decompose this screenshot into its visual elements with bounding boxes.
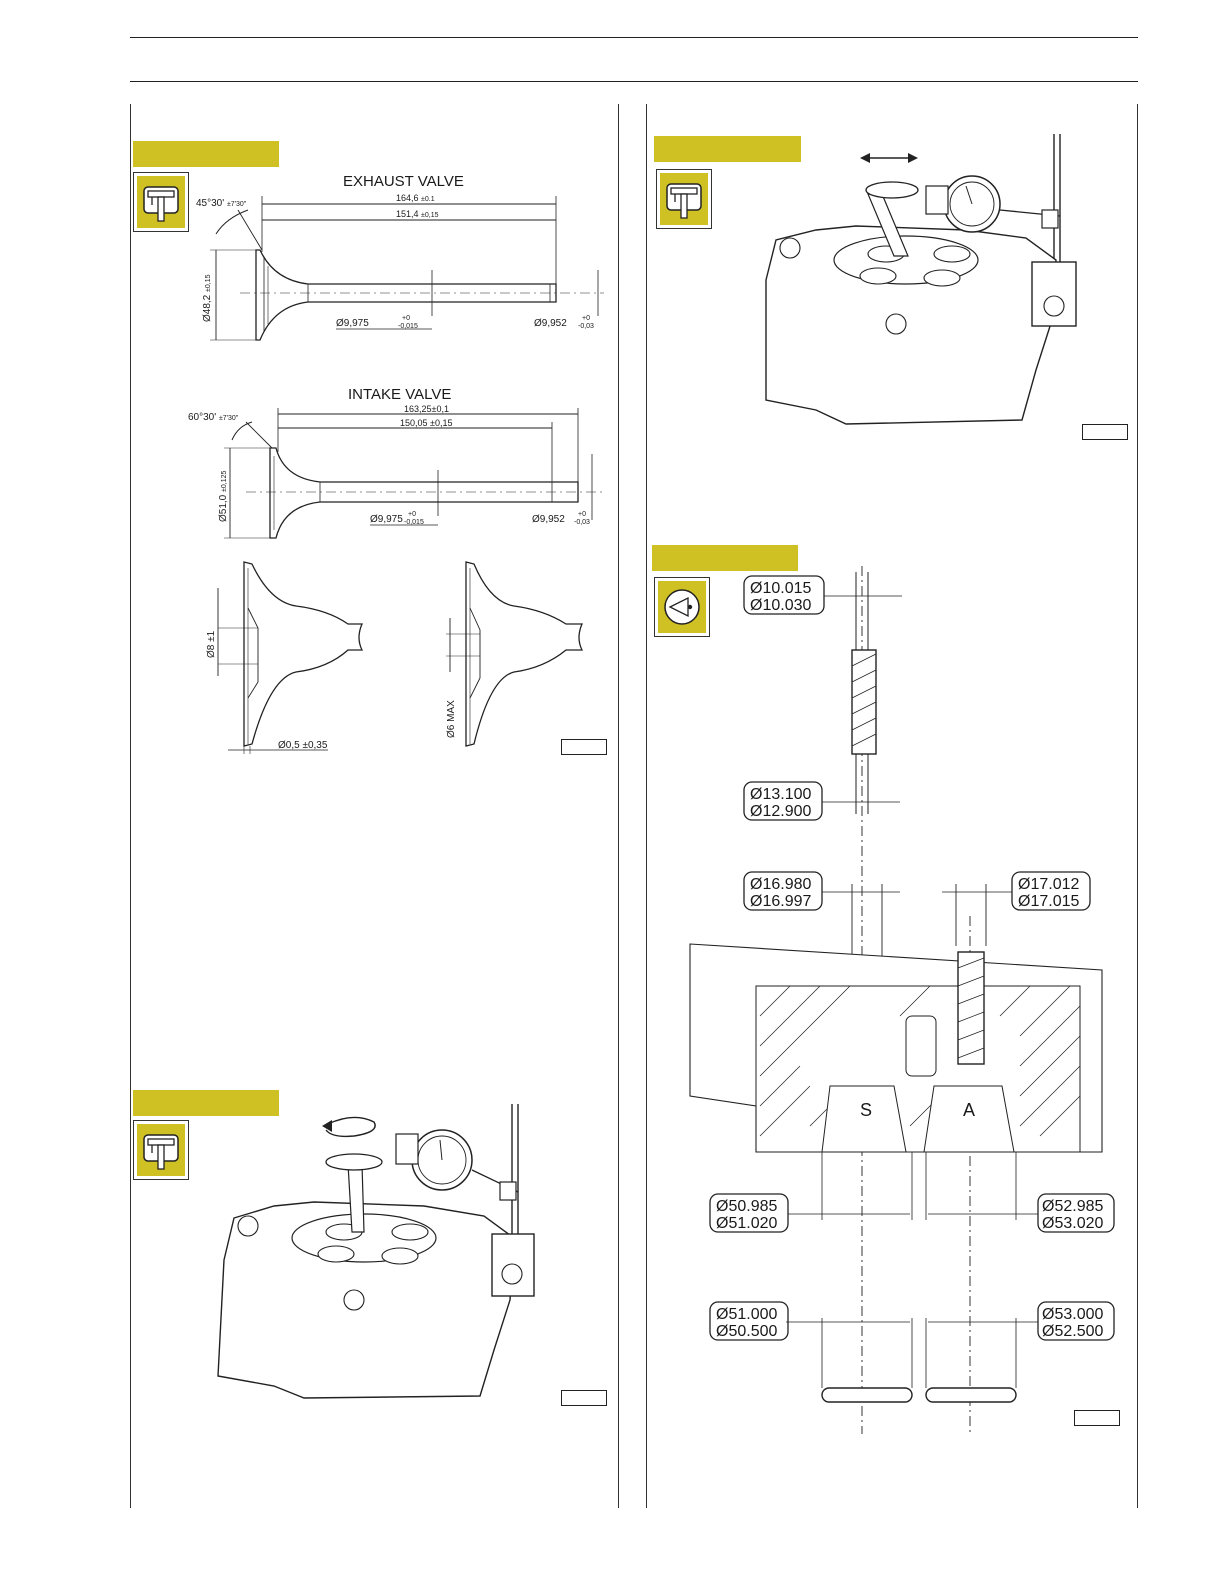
svg-text:150,05 ±0,15: 150,05 ±0,15 xyxy=(400,418,452,428)
figure-ref-box xyxy=(1082,424,1128,440)
figure-ref-box xyxy=(561,1390,607,1406)
svg-text:+0: +0 xyxy=(578,511,586,518)
svg-text:164,6 ±0.1: 164,6 ±0.1 xyxy=(396,193,435,203)
svg-text:Ø50.985: Ø50.985 xyxy=(716,1198,777,1215)
svg-text:+0: +0 xyxy=(582,315,590,322)
svg-text:Ø9,952: Ø9,952 xyxy=(534,318,567,329)
intake-valve-title: INTAKE VALVE xyxy=(348,386,451,403)
svg-text:Ø50.500: Ø50.500 xyxy=(716,1323,777,1340)
svg-text:Ø13.100: Ø13.100 xyxy=(750,786,811,803)
svg-text:Ø6 MAX: Ø6 MAX xyxy=(446,700,457,738)
svg-text:Ø12.900: Ø12.900 xyxy=(750,803,811,820)
section-bar-valve-dimensions xyxy=(133,141,279,167)
svg-text:163,25±0,1: 163,25±0,1 xyxy=(404,404,449,414)
svg-text:151,4 ±0,15: 151,4 ±0,15 xyxy=(396,209,439,219)
seat-label-a: A xyxy=(963,1100,975,1120)
column-rule-right xyxy=(1137,104,1138,1508)
svg-text:60°30' ±7'30": 60°30' ±7'30" xyxy=(188,412,239,423)
svg-text:+0: +0 xyxy=(402,315,410,322)
seat-label-s: S xyxy=(860,1100,872,1120)
svg-text:Ø10.030: Ø10.030 xyxy=(750,597,811,614)
svg-text:-0,015: -0,015 xyxy=(404,519,424,526)
caliper-icon xyxy=(656,169,712,229)
svg-text:Ø16.980: Ø16.980 xyxy=(750,876,811,893)
intake-valve-drawing: INTAKE VALVE 60°30' ±7'30" 163,25±0,1 15… xyxy=(188,386,604,539)
svg-text:Ø51,0 ±0,125: Ø51,0 ±0,125 xyxy=(218,471,229,522)
svg-text:Ø8 ±1: Ø8 ±1 xyxy=(206,630,217,658)
svg-text:Ø51.020: Ø51.020 xyxy=(716,1215,777,1232)
section-bar-valve-clearance xyxy=(654,136,801,162)
svg-text:Ø17.012: Ø17.012 xyxy=(1018,876,1079,893)
svg-text:Ø9,975: Ø9,975 xyxy=(336,318,369,329)
svg-text:Ø52.985: Ø52.985 xyxy=(1042,1198,1103,1215)
header-rule-bottom xyxy=(130,81,1138,82)
valve-guide-section-drawing: Ø10.015 Ø10.030 Ø13.100 Ø12.900 Ø16.980 … xyxy=(689,566,1115,1434)
caliper-icon xyxy=(133,172,189,232)
cylinder-head-clearance-drawing xyxy=(765,134,1077,425)
column-rule-mid-b xyxy=(646,104,647,1508)
svg-text:Ø9,952: Ø9,952 xyxy=(532,514,565,525)
svg-text:Ø53.000: Ø53.000 xyxy=(1042,1306,1103,1323)
svg-text:Ø51.000: Ø51.000 xyxy=(716,1306,777,1323)
eye-inspect-icon xyxy=(654,577,710,637)
svg-text:-0,015: -0,015 xyxy=(398,323,418,330)
caliper-icon xyxy=(133,1120,189,1180)
column-rule-mid-a xyxy=(618,104,619,1508)
svg-text:-0,03: -0,03 xyxy=(574,519,590,526)
svg-text:+0: +0 xyxy=(408,511,416,518)
svg-text:Ø9,975: Ø9,975 xyxy=(370,514,403,525)
section-bar-valve-runout xyxy=(133,1090,279,1116)
header-rule-top xyxy=(130,37,1138,38)
figure-ref-box xyxy=(561,739,607,755)
svg-text:Ø52.500: Ø52.500 xyxy=(1042,1323,1103,1340)
figure-ref-box xyxy=(1074,1410,1120,1426)
cylinder-head-runout-drawing xyxy=(217,1104,535,1399)
svg-text:Ø10.015: Ø10.015 xyxy=(750,580,811,597)
svg-text:Ø53.020: Ø53.020 xyxy=(1042,1215,1103,1232)
svg-text:Ø0,5 ±0,35: Ø0,5 ±0,35 xyxy=(278,740,328,751)
column-rule-left xyxy=(130,104,131,1508)
valve-head-detail-drawing: Ø8 ±1 Ø0,5 ±0,35 Ø6 MAX xyxy=(206,561,584,754)
rotate-arrow-icon xyxy=(322,1116,376,1138)
svg-text:Ø48,2 ±0,15: Ø48,2 ±0,15 xyxy=(202,274,213,322)
exhaust-valve-drawing: EXHAUST VALVE 45°30' ±7'30" 164,6 ±0.1 1… xyxy=(196,173,604,341)
svg-text:Ø16.997: Ø16.997 xyxy=(750,893,811,910)
svg-text:45°30' ±7'30": 45°30' ±7'30" xyxy=(196,198,247,209)
exhaust-valve-title: EXHAUST VALVE xyxy=(343,173,464,190)
double-arrow-icon xyxy=(860,153,918,163)
section-bar-valve-guides xyxy=(652,545,798,571)
svg-text:-0,03: -0,03 xyxy=(578,323,594,330)
svg-text:Ø17.015: Ø17.015 xyxy=(1018,893,1079,910)
